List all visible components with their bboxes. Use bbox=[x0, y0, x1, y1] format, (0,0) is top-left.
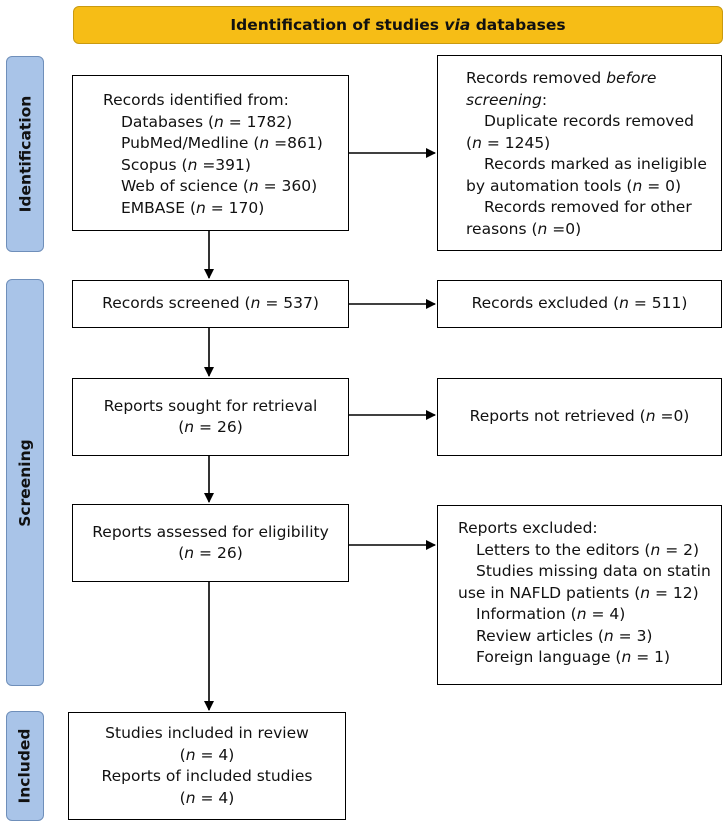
phase-label-included: Included bbox=[6, 711, 44, 821]
removed-line: Records removed for other bbox=[484, 198, 692, 216]
reports-excluded-line: use in NAFLD patients (n = 12) bbox=[458, 583, 699, 602]
reports-not-retrieved-box: Reports not retrieved (n =0) bbox=[437, 378, 722, 456]
screened-text: Records screened (n = 537) bbox=[102, 294, 319, 313]
section-header: Identification of studies via databases bbox=[73, 6, 723, 44]
removed-line: by automation tools (n = 0) bbox=[466, 176, 682, 195]
sought-title: Reports sought for retrieval bbox=[103, 396, 318, 415]
records-screened-box: Records screened (n = 537) bbox=[72, 280, 349, 328]
assessed-count: (n = 26) bbox=[178, 544, 243, 562]
identified-item: Databases (n = 1782) bbox=[121, 112, 293, 131]
reports-excluded-line: Foreign language (n = 1) bbox=[476, 648, 671, 666]
included-reports-title: Reports of included studies bbox=[101, 767, 313, 785]
identified-item: Web of science (n = 360) bbox=[121, 177, 318, 195]
included-reports-count: (n = 4) bbox=[179, 788, 235, 807]
reports-excluded-line: Studies missing data on statin bbox=[476, 562, 711, 580]
records-identified-box: Records identified from: Databases (n = … bbox=[72, 75, 349, 231]
records-excluded-box: Records excluded (n = 511) bbox=[437, 280, 722, 328]
header-text: Identification of studies via databases bbox=[230, 16, 566, 34]
not-retrieved-text: Reports not retrieved (n =0) bbox=[469, 407, 690, 426]
included-count: (n = 4) bbox=[179, 745, 235, 764]
phase-label-screening: Screening bbox=[6, 279, 44, 686]
reports-excluded-box: Reports excluded: Letters to the editors… bbox=[437, 505, 722, 685]
reports-sought-box: Reports sought for retrieval (n = 26) bbox=[72, 378, 349, 456]
removed-line: Duplicate records removed bbox=[484, 112, 694, 130]
identified-item: EMBASE (n = 170) bbox=[121, 198, 265, 217]
included-title: Studies included in review bbox=[105, 724, 309, 742]
removed-title: Records removed before screening: bbox=[466, 69, 657, 109]
reports-excluded-line: Letters to the editors (n = 2) bbox=[476, 540, 700, 559]
excluded-text: Records excluded (n = 511) bbox=[471, 294, 688, 313]
reports-excluded-line: Review articles (n = 3) bbox=[476, 626, 653, 645]
removed-line: (n = 1245) bbox=[466, 133, 551, 152]
reports-excluded-title: Reports excluded: bbox=[458, 519, 598, 537]
identified-item: Scopus (n =391) bbox=[121, 155, 251, 174]
phase-label-identification: Identification bbox=[6, 56, 44, 252]
removed-line: reasons (n =0) bbox=[466, 219, 582, 238]
sought-count: (n = 26) bbox=[178, 418, 243, 436]
assessed-title: Reports assessed for eligibility bbox=[92, 522, 329, 541]
studies-included-box: Studies included in review (n = 4) Repor… bbox=[68, 712, 346, 820]
identified-title: Records identified from: bbox=[103, 91, 289, 109]
removed-line: Records marked as ineligible bbox=[484, 155, 707, 173]
reports-assessed-box: Reports assessed for eligibility (n = 26… bbox=[72, 504, 349, 582]
records-removed-box: Records removed before screening: Duplic… bbox=[437, 55, 722, 251]
reports-excluded-line: Information (n = 4) bbox=[476, 605, 626, 623]
identified-item: PubMed/Medline (n =861) bbox=[121, 134, 323, 152]
